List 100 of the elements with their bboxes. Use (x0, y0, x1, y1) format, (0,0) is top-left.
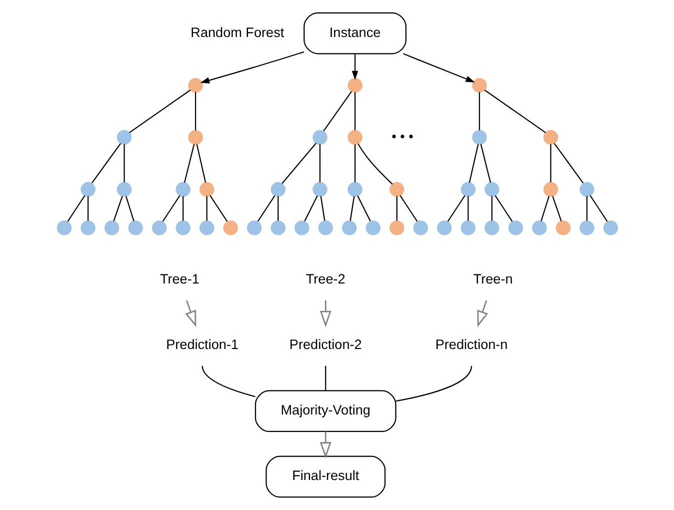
node-box: Final-result (265, 456, 386, 498)
connector (128, 90, 190, 134)
connector (123, 144, 124, 182)
arrow (351, 54, 358, 80)
connector (320, 196, 325, 221)
node-circle (188, 130, 202, 145)
node-text: Prediction-1 (166, 337, 238, 352)
node-circle (579, 182, 594, 197)
node-text: Tree-2 (305, 271, 345, 286)
connector (467, 196, 468, 221)
node-circle (318, 220, 332, 236)
connector (354, 92, 356, 130)
arrow (200, 51, 304, 84)
connector (395, 366, 472, 402)
connector (209, 195, 228, 222)
node-circle (532, 220, 546, 236)
connector (468, 144, 478, 183)
connector (589, 195, 608, 222)
connector (490, 196, 492, 221)
connector (183, 144, 194, 183)
label: • • • (391, 128, 413, 144)
connector (357, 143, 392, 185)
connector (277, 196, 278, 221)
node-circle (484, 220, 499, 236)
node-text: Tree-n (472, 271, 512, 286)
node-circle (555, 220, 570, 236)
connector (553, 143, 584, 184)
node-circle (508, 220, 523, 236)
connector (550, 144, 551, 182)
node-circle (116, 182, 132, 197)
node-circle (484, 182, 499, 197)
node-circle (472, 130, 486, 145)
connector (162, 195, 180, 222)
node-circle (472, 78, 486, 93)
node-circle (436, 220, 452, 236)
node-text: Prediction-n (434, 337, 508, 352)
connector (182, 196, 184, 221)
node-text: Tree-1 (159, 271, 199, 286)
connector (396, 196, 397, 221)
node-circle (579, 220, 594, 236)
node-circle (312, 130, 327, 145)
node-circle (460, 182, 475, 197)
node-circle (460, 220, 475, 236)
connector (494, 195, 512, 222)
connector (201, 366, 255, 398)
connector (322, 91, 352, 132)
node-circle (270, 182, 285, 197)
arrow (319, 432, 331, 458)
node-circle (80, 220, 95, 236)
arrow (319, 300, 331, 328)
node-circle (365, 220, 380, 236)
connector (87, 196, 88, 221)
connector (304, 196, 318, 222)
connector (125, 196, 134, 222)
label: Random Forest (190, 24, 284, 40)
node-circle (412, 220, 428, 236)
node-circle (342, 220, 356, 236)
node-circle (602, 220, 618, 236)
node-circle (199, 220, 214, 236)
arrow (476, 300, 488, 328)
connector (112, 196, 122, 222)
node-circle (542, 182, 558, 197)
connector (446, 195, 465, 222)
connector (552, 196, 562, 222)
connector (281, 142, 316, 184)
connector (354, 144, 356, 182)
node-circle (246, 220, 262, 236)
node-circle (294, 220, 309, 236)
node-circle (175, 220, 190, 236)
node-box: Majority-Voting (254, 390, 396, 432)
node-circle (151, 220, 166, 236)
connector (399, 195, 418, 222)
connector (356, 196, 370, 222)
connector (480, 144, 491, 183)
connector (540, 196, 549, 222)
connector (318, 144, 320, 182)
node-box: Instance (303, 12, 406, 54)
arrow (402, 53, 474, 82)
connector (256, 195, 275, 222)
connector (484, 90, 546, 134)
node-circle (80, 182, 95, 197)
node-circle (128, 220, 142, 236)
node-circle (56, 220, 72, 236)
connector (206, 196, 207, 221)
node-circle (270, 220, 285, 236)
node-circle (389, 182, 404, 197)
node-circle (188, 78, 202, 93)
node-circle (347, 182, 362, 197)
connector (478, 92, 480, 130)
connector (324, 366, 326, 391)
node-circle (175, 182, 190, 197)
connector (194, 92, 196, 130)
connector (349, 196, 354, 221)
node-circle (116, 130, 132, 145)
arrow (184, 300, 196, 328)
node-circle (199, 182, 214, 197)
node-circle (222, 220, 238, 236)
node-text: Prediction-2 (288, 337, 362, 352)
connector (66, 195, 85, 222)
node-circle (104, 220, 119, 236)
